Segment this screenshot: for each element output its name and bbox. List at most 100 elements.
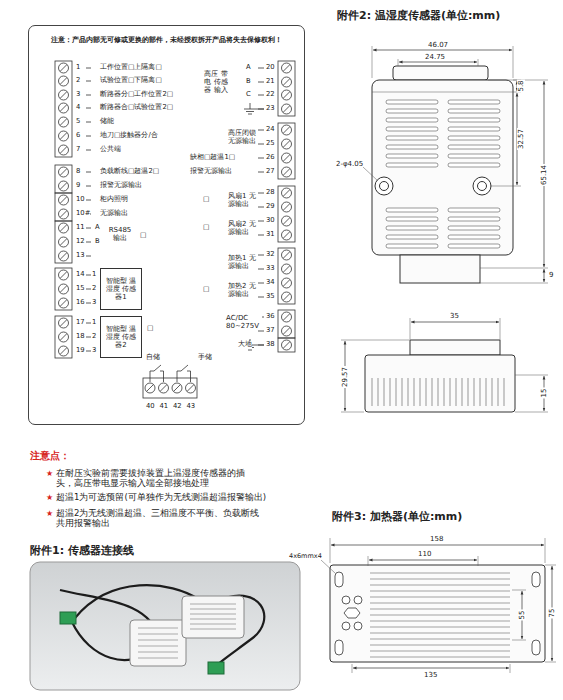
sensor-drawing	[448, 127, 500, 131]
terminal-strip	[59, 131, 69, 141]
terminal-strip	[282, 250, 292, 260]
terminal-number: 32	[266, 251, 275, 259]
terminal-strip	[258, 95, 264, 96]
heater-drawing	[335, 572, 343, 587]
terminal-number: 12	[76, 238, 85, 246]
terminal-strip	[60, 105, 67, 112]
terminal-number: 19	[76, 347, 85, 355]
terminal-strip	[59, 209, 69, 219]
label-text: 加热1 无源输出	[228, 254, 258, 270]
label-text: 风扇1 无源输出	[228, 192, 258, 208]
terminal-strip	[86, 275, 91, 276]
terminal-strip	[258, 109, 264, 110]
terminal-strip	[177, 365, 191, 382]
terminal-number: 2	[92, 285, 96, 293]
terminal-strip	[60, 253, 67, 260]
terminal-number: 43	[187, 403, 196, 411]
terminal-strip	[55, 268, 72, 310]
terminal-number: 2	[76, 77, 80, 85]
sensor-drawing	[386, 235, 438, 239]
terminal-strip	[282, 77, 292, 87]
sensor-drawing	[448, 163, 500, 167]
cable-photo	[60, 612, 76, 624]
cable-photo	[138, 627, 178, 628]
label-text: 无源输出	[100, 210, 128, 218]
terminal-strip	[60, 320, 67, 327]
cable-photo	[138, 639, 178, 640]
terminal-number: 36	[266, 313, 275, 321]
cable-photo	[30, 562, 300, 690]
terminal-number: 9	[76, 182, 80, 190]
heater-drawing	[342, 622, 350, 630]
warning-note: 注意：产品内部无可修或更换的部件，未经授权拆开产品将失去保修权利！	[29, 26, 304, 45]
sensor-drawing	[386, 154, 438, 158]
sensor-drawing	[478, 182, 487, 191]
sensor-drawing	[386, 109, 438, 113]
dimension: 29.57	[341, 366, 349, 388]
cable-photo	[75, 585, 200, 618]
terminal-strip	[187, 385, 194, 392]
terminal-strip	[59, 90, 69, 100]
terminal-strip	[59, 318, 69, 328]
terminal-strip	[283, 155, 290, 162]
sensor-drawing	[400, 255, 480, 283]
sensor-drawing	[372, 378, 373, 406]
terminal-strip	[60, 348, 67, 355]
terminal-strip	[174, 385, 181, 392]
label-text: 超温1为可选预留(可单独作为无线测温超温报警输出)	[56, 493, 276, 503]
dimension: 75	[548, 608, 556, 619]
sensor-drawing	[448, 217, 500, 221]
terminal-number: 30	[266, 217, 275, 225]
sensor-drawing	[410, 340, 500, 355]
terminal-strip	[60, 78, 67, 85]
terminal-strip	[59, 284, 69, 294]
label-text: A	[246, 64, 251, 72]
terminal-strip	[60, 211, 67, 218]
cable-photo	[60, 585, 264, 668]
cable-photo	[30, 562, 300, 690]
label-text: □	[203, 224, 209, 232]
terminal-number: 35	[450, 312, 459, 320]
terminal-strip	[55, 61, 295, 398]
sensor-drawing	[480, 378, 481, 406]
label-text: 工作位置□上隔离□	[100, 64, 162, 72]
sensor-drawing	[448, 154, 500, 158]
terminal-panel: 注意：产品内部无可修或更换的部件，未经授权拆开产品将失去保修权利！智能型 温湿度…	[28, 25, 305, 425]
terminal-strip	[150, 365, 164, 382]
label-text: 24.75	[425, 53, 445, 61]
label-text: ★	[46, 509, 53, 518]
heater-drawing	[370, 573, 510, 574]
terminal-strip	[258, 130, 264, 131]
label-text: 超温2为无线测温超温、三相温度不平衡、负载断线共用报警输出	[56, 509, 261, 529]
attachment-heading: 附件1: 传感器连接线	[30, 543, 134, 558]
terminal-number: 9	[549, 271, 553, 279]
terminal-strip	[86, 323, 91, 324]
terminal-strip	[55, 193, 72, 221]
terminal-strip	[258, 144, 264, 145]
heater-drawing	[370, 657, 510, 658]
heater-drawing	[335, 572, 540, 655]
label-text: 公共端	[100, 146, 121, 154]
terminal-number: 11	[76, 224, 85, 232]
terminal-strip	[60, 239, 67, 246]
sensor-drawing	[480, 80, 548, 283]
terminal-strip	[86, 337, 91, 338]
terminal-number: 25	[266, 140, 275, 148]
sensor-drawing	[399, 62, 477, 63]
terminal-strip	[258, 158, 264, 159]
terminal-number: 28	[266, 189, 275, 197]
sensor-drawing	[474, 378, 475, 406]
heater-drawing	[370, 597, 510, 598]
terminal-strip	[258, 297, 264, 298]
heater-drawing	[370, 585, 510, 586]
terminal-strip	[55, 165, 72, 193]
heater-drawing	[342, 596, 350, 604]
sensor-drawing	[448, 145, 500, 149]
sensor-drawing	[372, 46, 513, 78]
terminal-number: 3	[76, 91, 80, 99]
cable-photo	[138, 604, 236, 658]
sensor-drawing	[386, 127, 438, 131]
terminal-number: 23	[266, 105, 275, 113]
terminal-strip	[283, 79, 290, 86]
terminal-strip	[278, 338, 295, 352]
